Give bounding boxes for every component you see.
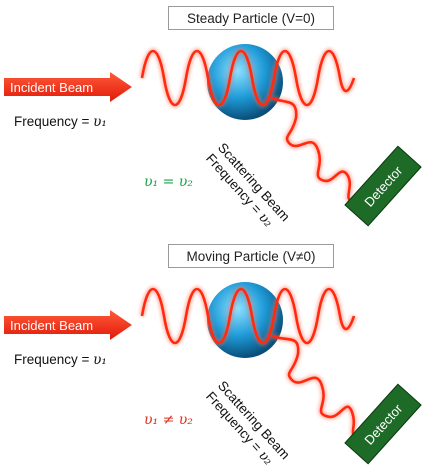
incident-frequency: Frequency = υ₁ <box>14 114 107 130</box>
steady-particle-panel: Steady Particle (V=0) Incident Beam Freq… <box>4 6 422 230</box>
incident-wave <box>140 287 356 345</box>
incident-beam-label: Incident Beam <box>10 80 94 95</box>
incident-wave <box>140 49 356 107</box>
panel-title: Steady Particle (V=0) <box>168 6 334 30</box>
frequency-relation: υ₁ ≠ υ₂ <box>144 412 193 428</box>
moving-particle-panel: Moving Particle (V≠0) Incident Beam Freq… <box>0 238 433 476</box>
incident-beam-label: Incident Beam <box>10 318 94 333</box>
incident-beam-arrow <box>4 310 132 340</box>
incident-beam-arrow <box>4 72 132 102</box>
frequency-relation: υ₁ = υ₂ <box>144 174 193 190</box>
panel-title: Moving Particle (V≠0) <box>168 244 334 268</box>
incident-frequency: Frequency = υ₁ <box>14 352 107 368</box>
